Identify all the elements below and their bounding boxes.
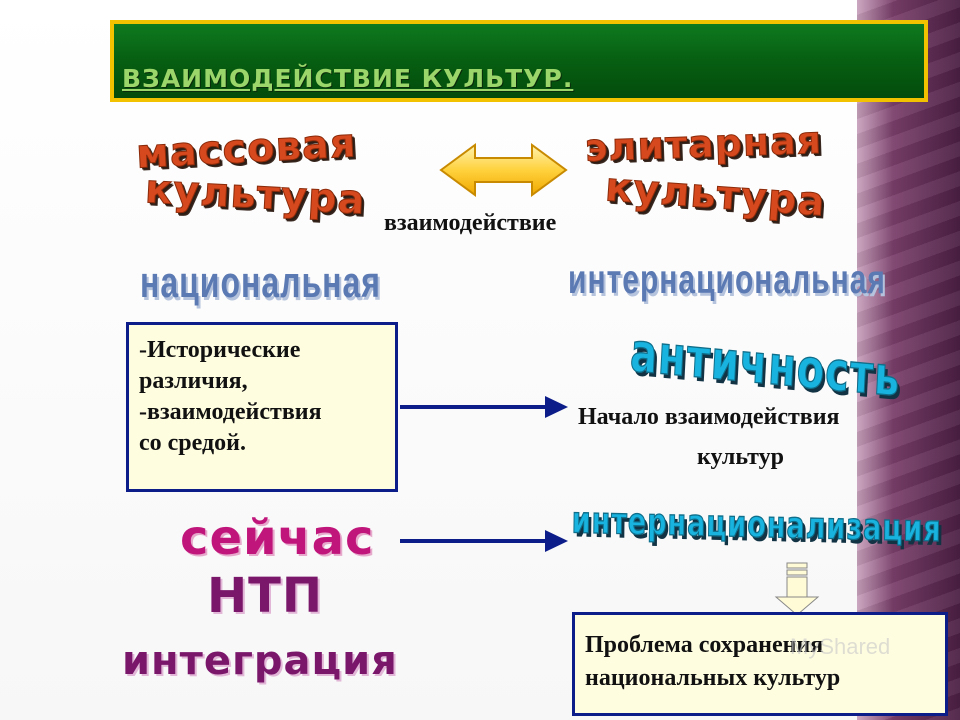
box-line: -Исторические [139,337,301,363]
box-line: Проблема сохранения [585,632,824,658]
watermark-text: MyShared [790,634,891,659]
problem-box: Проблема сохранения национальных культур [572,612,948,716]
title-banner: ВЗАИМОДЕЙСТВИЕ КУЛЬТУР. [110,20,928,102]
international-heading: интернациональная [568,258,886,303]
box-line: со средой. [139,430,246,456]
double-arrow-icon [439,143,568,197]
internationalization-wordart: интернационализация [571,499,943,551]
arrow-right-icon [400,530,568,552]
historical-differences-box: -Исторические различия, -взаимодействия … [126,322,398,492]
decorative-side-band [857,0,960,720]
arrow-down-icon [774,562,820,616]
now-wordart: сейчас [180,510,375,566]
start-interaction-line2: культур [697,444,784,470]
elite-culture-wordart-line1: элитарная [584,117,824,171]
national-heading: национальная [140,258,381,307]
box-line: национальных культур [585,665,841,691]
arrow-right-icon [400,396,568,418]
interaction-label: взаимодействие [384,210,557,236]
box-line: различия, [139,368,248,394]
integration-wordart: интеграция [122,638,398,684]
slide-title: ВЗАИМОДЕЙСТВИЕ КУЛЬТУР. [122,64,574,93]
start-interaction-line1: Начало взаимодействия [578,404,840,430]
ntp-wordart: НТП [207,568,324,624]
box-line: -взаимодействия [139,399,322,425]
